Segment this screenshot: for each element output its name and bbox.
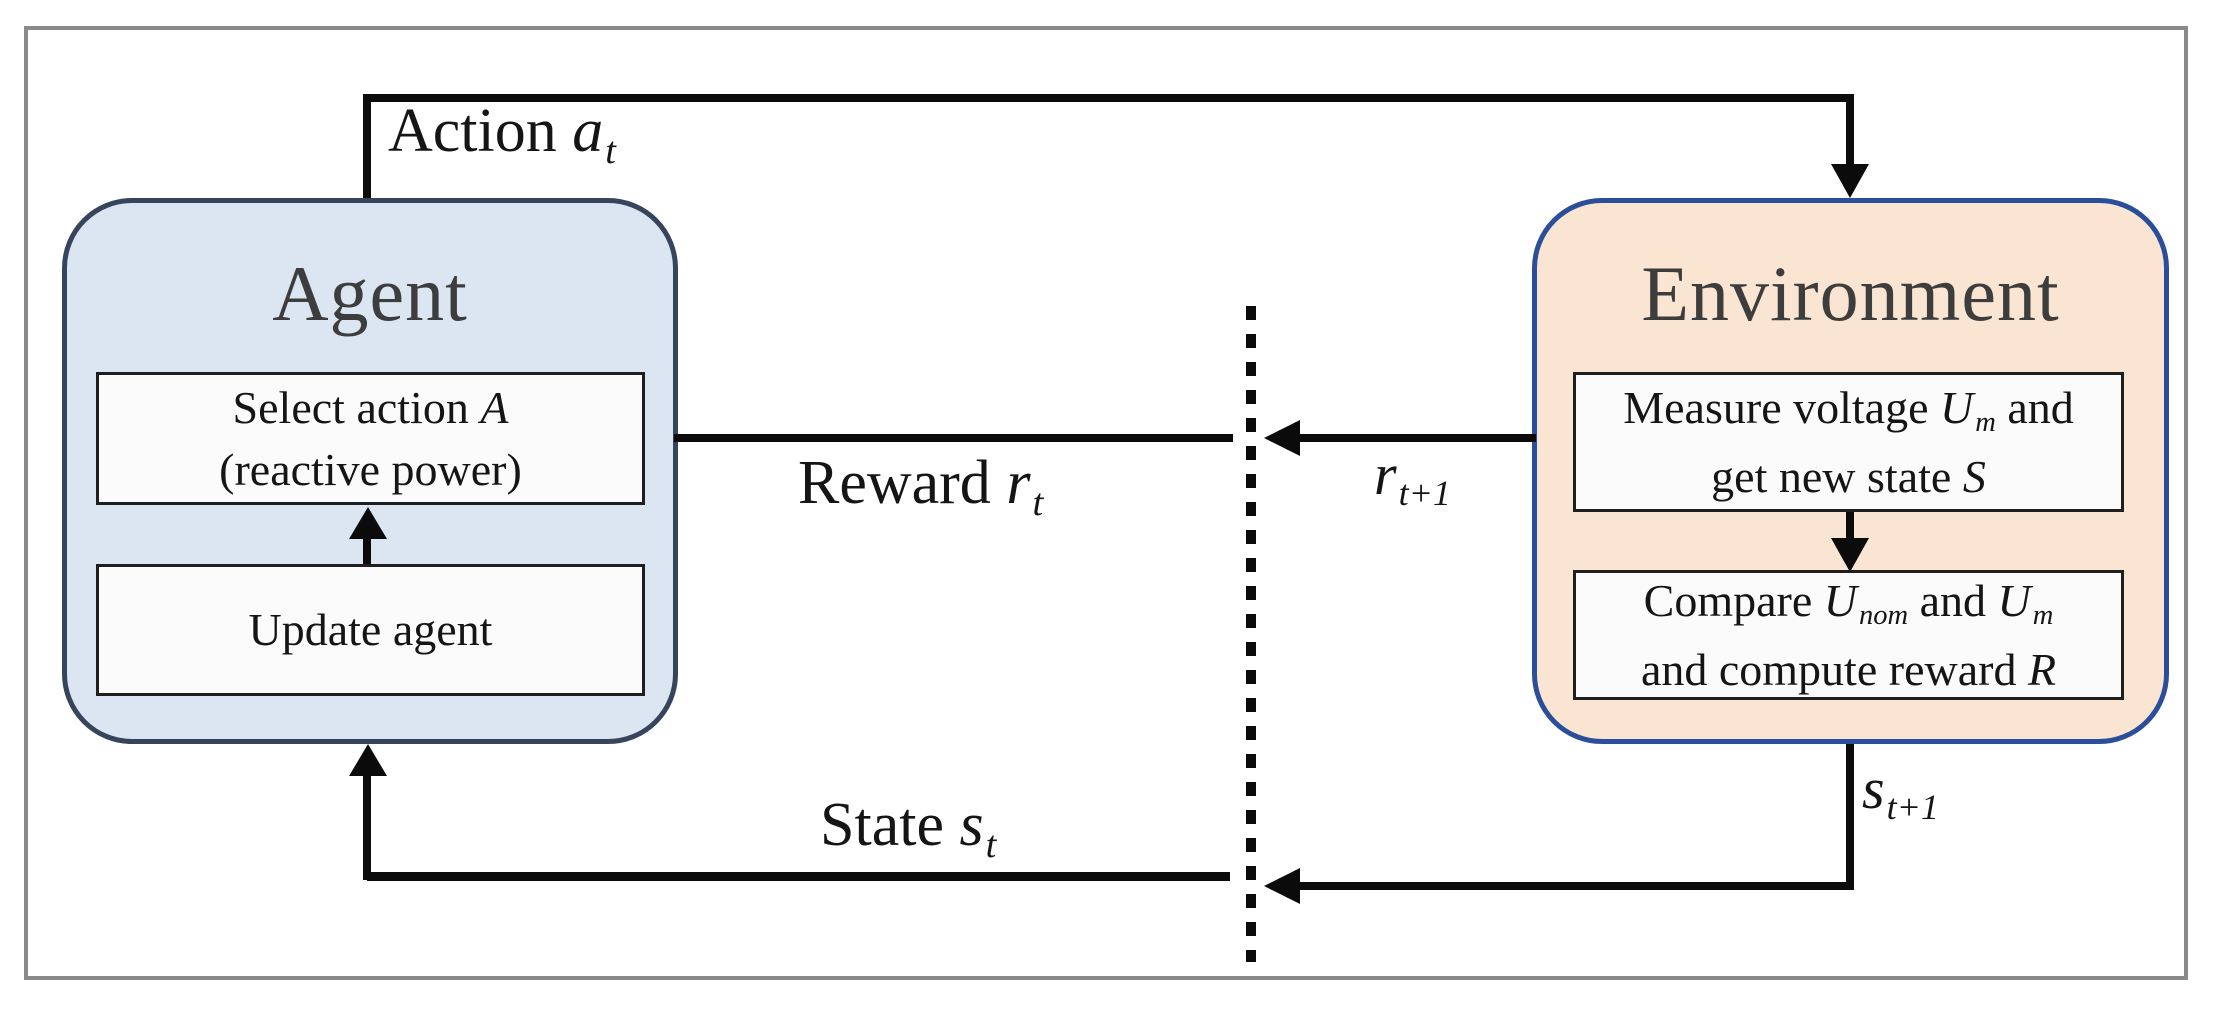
reward-next-label: rt+1: [1374, 446, 1451, 511]
action-label-word: Action: [388, 97, 573, 165]
action-label: Action at: [388, 97, 616, 170]
state-label-sub: t: [985, 823, 997, 866]
reward-line-left-segment: [674, 434, 1233, 442]
action-label-var: a: [572, 97, 604, 165]
action-line-horizontal: [363, 94, 1854, 102]
reward-next-sub: t+1: [1398, 472, 1451, 513]
action-label-sub: t: [605, 129, 616, 172]
update-agent-box: Update agent: [96, 564, 645, 696]
time-step-separator-dotted-line: [1246, 306, 1256, 962]
state-label: State st: [820, 791, 996, 864]
update-to-select-arrow-shaft: [363, 535, 371, 564]
action-line-right-vertical: [1846, 94, 1854, 168]
compare-reward-box: Compare Unom and Um and compute reward R: [1573, 570, 2124, 700]
state-line-env-drop: [1846, 744, 1854, 890]
measure-voltage-box: Measure voltage Um and get new state S: [1573, 372, 2124, 512]
state-arrowhead-icon: [1264, 868, 1300, 904]
update-agent-text: Update agent: [248, 604, 493, 655]
reward-line-right-segment: [1300, 434, 1536, 442]
state-line-right-segment: [1300, 882, 1854, 890]
measure-to-compare-arrow-shaft: [1846, 512, 1854, 540]
select-action-line2: (reactive power): [219, 443, 522, 495]
measure-voltage-line2: get new state S: [1711, 450, 1986, 502]
reward-arrowhead-icon: [1264, 420, 1300, 456]
compare-reward-line2: and compute reward R: [1640, 643, 2057, 695]
action-arrowhead-icon: [1831, 164, 1869, 198]
state-next-sub: t+1: [1886, 786, 1939, 827]
measure-voltage-line1: Measure voltage Um and: [1623, 381, 2074, 439]
state-next-label: st+1: [1862, 760, 1939, 825]
state-label-var: s: [959, 791, 984, 859]
state-label-word: State: [820, 791, 960, 859]
outer-frame: [24, 26, 2188, 980]
reward-label: Reward rt: [798, 449, 1043, 522]
update-to-select-arrowhead-icon: [349, 507, 387, 539]
state-to-agent-arrowhead-icon: [349, 744, 387, 776]
agent-title: Agent: [272, 250, 468, 337]
select-action-box: Select action A (reactive power): [96, 372, 645, 505]
compare-reward-line1: Compare Unom and Um: [1643, 574, 2054, 632]
measure-to-compare-arrowhead-icon: [1831, 538, 1869, 572]
environment-title: Environment: [1641, 250, 2060, 337]
action-line-left-vertical: [363, 94, 371, 200]
reward-label-word: Reward: [798, 449, 1007, 517]
reward-next-var: r: [1374, 442, 1397, 507]
state-line-agent-rise: [363, 774, 371, 880]
state-line-left-segment: [367, 872, 1230, 881]
state-next-var: s: [1862, 756, 1885, 821]
reward-label-var: r: [1006, 449, 1031, 517]
select-action-line1: Select action A: [232, 381, 509, 433]
reward-label-sub: t: [1032, 481, 1044, 524]
